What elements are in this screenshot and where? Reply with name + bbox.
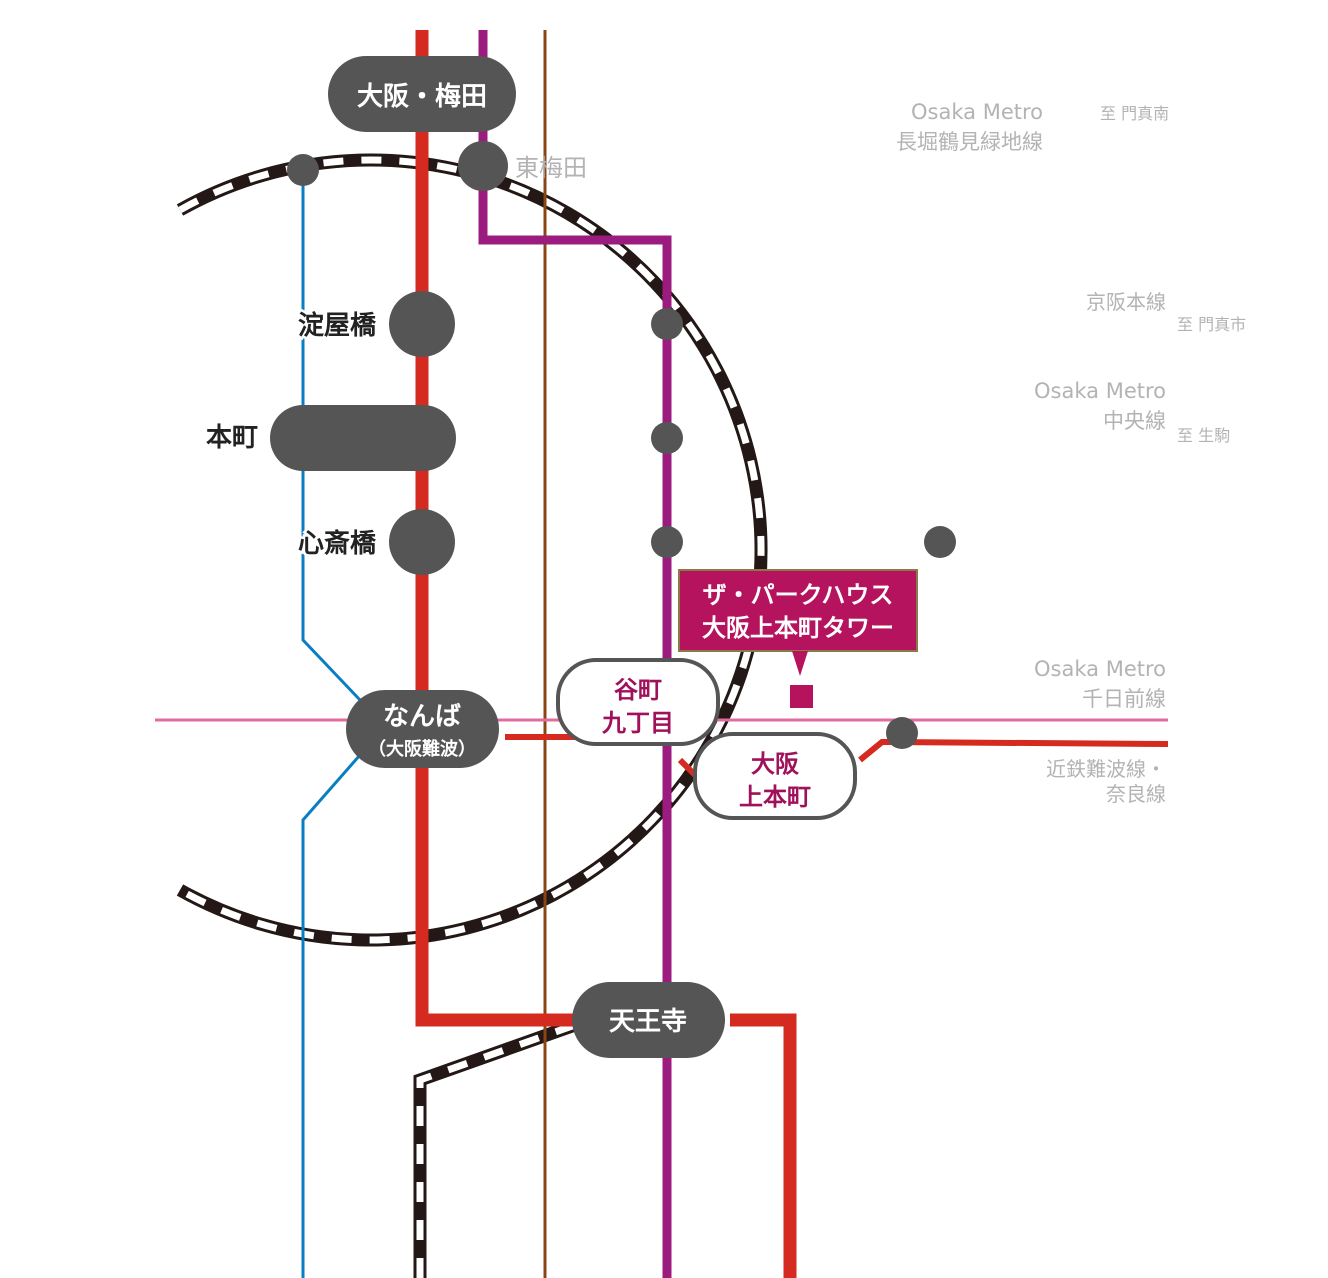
hanwa-line [413,1018,578,1278]
umeda-label: 大阪・梅田 [357,81,487,112]
namba-station[interactable]: なんば （大阪難波） [346,690,499,768]
tennoji-station[interactable]: 天王寺 [572,982,725,1058]
higashi-umeda-label: 東梅田 [515,154,587,182]
tanimachi-station-dot[interactable] [651,308,683,340]
yodoyabashi-label: 淀屋橋 [298,310,377,341]
sennichimae-label-2: 千日前線 [1082,687,1166,711]
chuo-dest: 至 生駒 [1177,426,1230,445]
yotsubashi-line [301,180,362,1278]
loop-station-dot[interactable] [924,526,956,558]
nagahori-dest: 至 門真南 [1100,104,1169,123]
honmachi-station[interactable] [270,405,456,471]
shinsaibashi-label: 心斎橋 [298,528,377,559]
shinsaibashi-station[interactable] [389,509,455,575]
midosuji-line [415,30,797,1278]
tanimachi-station-dot[interactable] [651,422,683,454]
property-name-line2: 大阪上本町タワー [702,614,894,642]
keihan-dest: 至 門真市 [1177,315,1246,334]
nagahori-label-2: 長堀鶴見緑地線 [896,130,1043,154]
tennoji-label: 天王寺 [609,1007,687,1037]
kintetsu-label-1: 近鉄難波線・ [1046,757,1166,781]
yodoyabashi-station[interactable] [389,291,455,357]
tanimachi-label-1: 谷町 [614,676,662,704]
property-name-line1: ザ・パークハウス [703,581,894,609]
honmachi-label: 本町 [206,423,258,453]
uehonmachi-station[interactable]: 大阪 上本町 [693,732,857,820]
property-marker[interactable] [790,685,813,708]
tanimachi-9chome-station[interactable]: 谷町 九丁目 [556,658,720,746]
property-callout[interactable]: ザ・パークハウス 大阪上本町タワー [678,569,918,676]
keihan-label: 京阪本線 [1086,290,1166,314]
namba-label: なんば [383,702,461,732]
loop-line [176,153,768,947]
sennichimae-label-1: Osaka Metro [1034,657,1166,681]
chuo-label-1: Osaka Metro [1034,379,1166,403]
tanimachi-station-dot[interactable] [651,526,683,558]
umeda-station[interactable]: 大阪・梅田 [328,56,516,132]
nishi-umeda-station-dot[interactable] [287,154,319,186]
uehonmachi-label-1: 大阪 [751,750,799,778]
tanimachi-label-2: 九丁目 [601,709,674,737]
namba-sub-label: （大阪難波） [368,738,476,760]
tanimachi-line [478,30,672,1278]
tsuruhashi-station-dot[interactable] [886,717,918,749]
nagahori-label-1: Osaka Metro [911,100,1043,124]
chuo-label-2: 中央線 [1103,409,1166,433]
uehonmachi-label-2: 上本町 [739,783,811,811]
kintetsu-label-2: 奈良線 [1106,782,1166,806]
higashi-umeda-station[interactable] [458,141,508,191]
